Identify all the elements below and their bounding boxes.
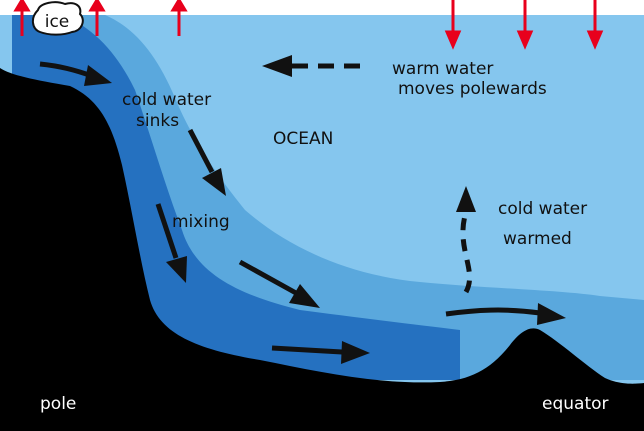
heat-loss-arrow-head	[13, 0, 31, 12]
bottom-flow-arrow	[271, 345, 343, 355]
pole-label: pole	[40, 394, 76, 414]
mixing-arrow-head	[166, 256, 187, 283]
ocean-label: OCEAN	[273, 129, 333, 149]
ice-label: ice	[45, 12, 70, 32]
mid-flow-arrow	[238, 259, 298, 296]
equator-label: equator	[542, 394, 609, 414]
cold-water-warmed-label-line2: warmed	[503, 229, 572, 249]
equator-flow-arrow-head	[537, 303, 566, 325]
cold-water-sinks-label-line1: cold water	[122, 90, 211, 110]
mixing-arrow	[155, 203, 179, 259]
heat-loss-arrow-head	[170, 0, 188, 12]
cold-water-warmed-label-line1: cold water	[498, 199, 587, 219]
bottom-flow-arrow-head	[341, 341, 370, 364]
warm-water-label-line2: moves polewards	[398, 79, 547, 99]
ice-block: ice	[32, 1, 84, 36]
circulation-arrows	[39, 55, 566, 364]
warm-water-label-line1: warm water	[392, 59, 493, 79]
heat-loss-arrows	[13, 0, 188, 36]
surface-flow-arrow-head	[84, 65, 112, 86]
mid-flow-arrow-head	[289, 284, 320, 308]
sky	[0, 0, 644, 15]
seafloor	[0, 68, 644, 431]
equator-flow-arrow	[445, 307, 541, 317]
cold-water-sinks-label-line2: sinks	[136, 111, 179, 131]
heat-gain-arrow-head	[586, 30, 604, 50]
heat-gain-arrows	[444, 0, 604, 50]
heat-gain-arrow-head	[444, 30, 462, 50]
sinking-arrow	[187, 128, 215, 174]
upwelling-arrow-head	[456, 186, 476, 212]
heat-loss-arrow-head	[88, 0, 106, 12]
sinking-arrow-head	[202, 168, 226, 196]
heat-gain-arrow-head	[516, 30, 534, 50]
warm-water-arrow-head	[262, 55, 292, 77]
upwelling-arrow	[460, 211, 473, 294]
mixing-label: mixing	[172, 212, 230, 232]
